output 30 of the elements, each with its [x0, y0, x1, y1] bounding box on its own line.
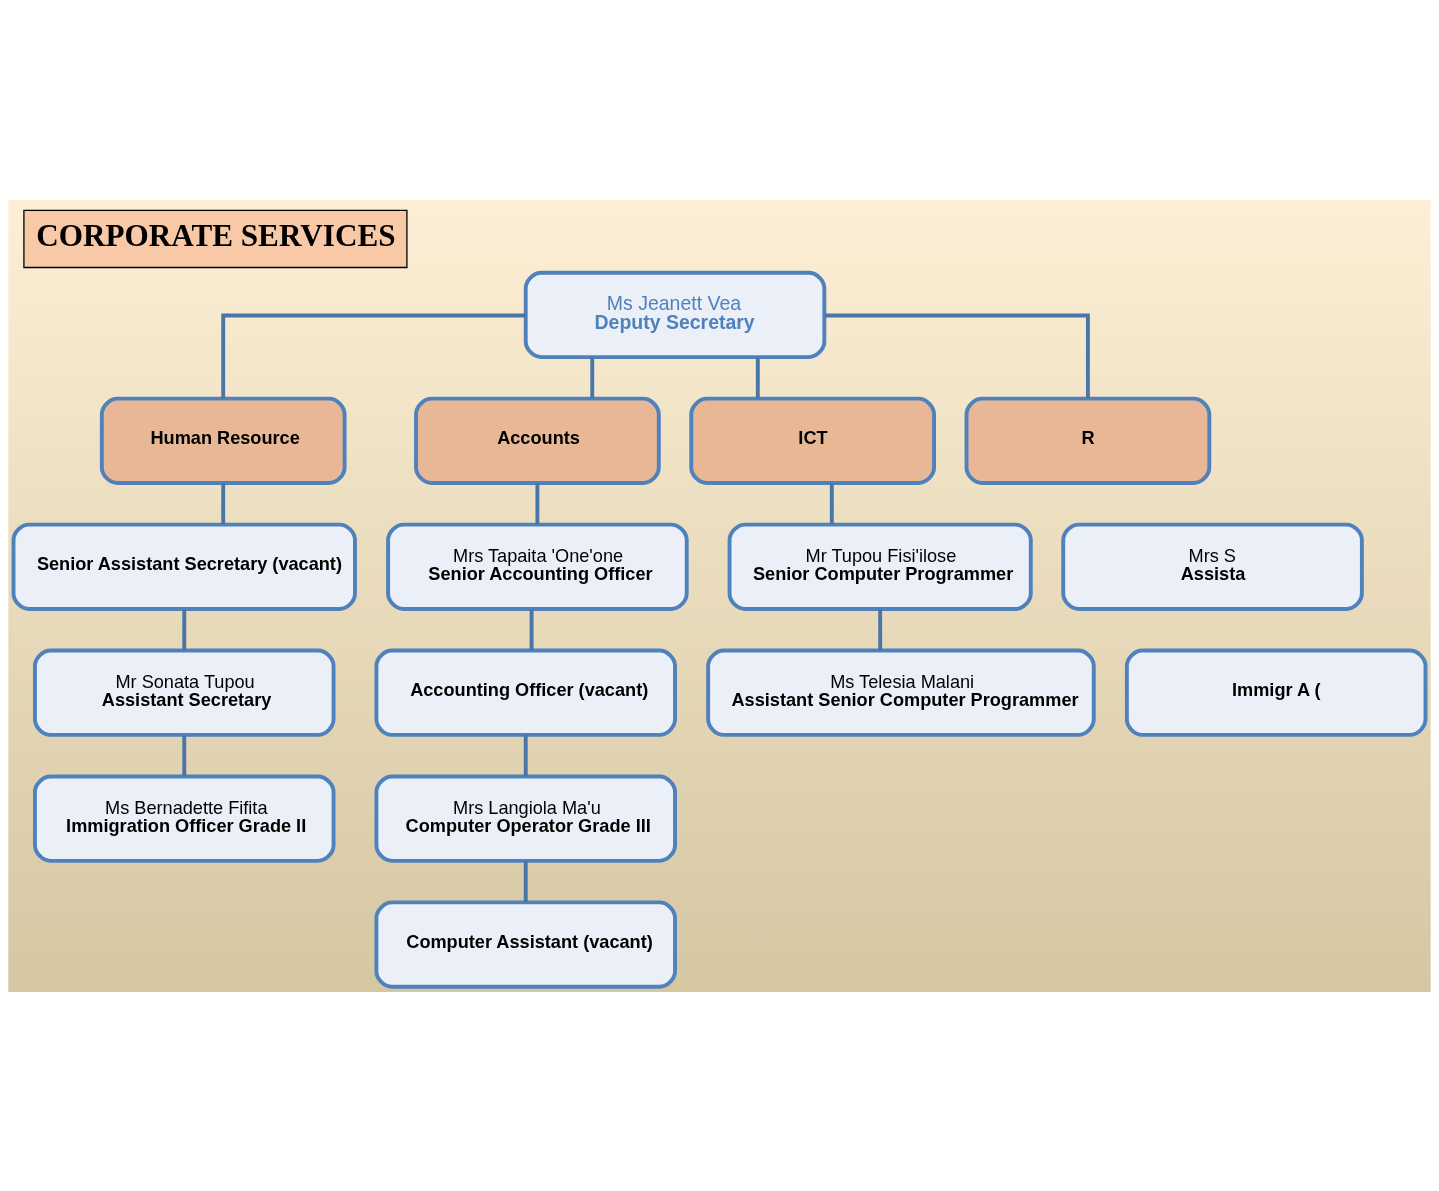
node-box: Ms Jeanett Vea Deputy Secretary — [523, 270, 827, 359]
node-box: ICT — [689, 396, 936, 485]
node-box: Mr Sonata Tupou Assistant Secretary — [33, 648, 336, 737]
connector — [878, 608, 883, 650]
connector — [590, 356, 595, 398]
connector — [829, 482, 834, 524]
connector — [221, 313, 526, 398]
node-box: Ms Bernadette Fifita Immigration Officer Grade II — [33, 774, 336, 863]
node-box: Mr Tupou Fisi'ilose Senior Computer Programmer — [727, 522, 1033, 611]
node-box: R — [964, 396, 1212, 485]
connector — [529, 608, 534, 650]
diagram-title: CORPORATE SERVICES — [36, 217, 396, 253]
connector — [182, 608, 187, 650]
node-box: Mrs Tapaita 'One'one Senior Accounting Officer — [386, 522, 689, 611]
connector — [755, 356, 760, 398]
connector — [221, 482, 226, 524]
connector — [523, 860, 528, 902]
node-box: Ms Telesia Malani Assistant Senior Computer Programmer — [706, 648, 1096, 737]
node-box: Immigr A ( — [1124, 648, 1428, 737]
node-box: Computer Assistant (vacant) — [374, 899, 677, 989]
connector — [182, 734, 187, 776]
connector — [535, 482, 540, 524]
node-box: Senior Assistant Secretary (vacant) — [11, 522, 357, 611]
node-box: Human Resource — [99, 396, 347, 485]
node-box: Mrs Langiola Ma'u Computer Operator Grade III — [374, 774, 677, 863]
node-box: Accounting Officer (vacant) — [374, 648, 677, 737]
connector — [523, 734, 528, 776]
node-box: Accounts — [414, 396, 661, 485]
node-box: Mrs S Assista — [1061, 522, 1364, 611]
connector — [824, 313, 1090, 398]
